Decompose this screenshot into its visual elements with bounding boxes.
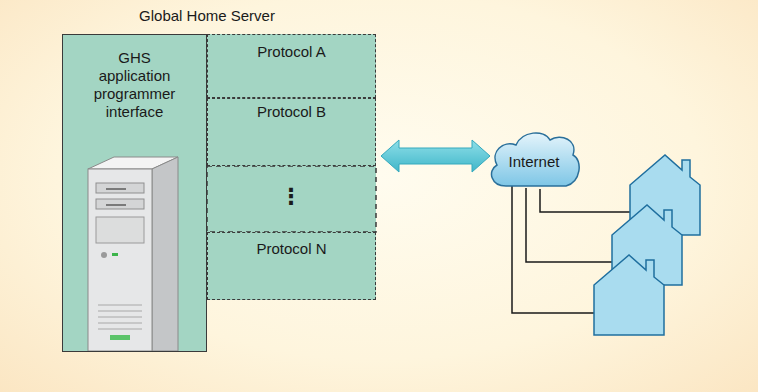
protocol-gap [207, 166, 376, 232]
ellipsis-dots: ⋮ [271, 186, 311, 208]
box-label: Protocol N [214, 240, 369, 258]
box-label: Internet [509, 153, 560, 171]
internet-cloud: Internet [486, 128, 582, 190]
box-label: Protocol A [214, 43, 369, 61]
protocol-box: Protocol N [207, 232, 376, 300]
box-label: GHS application programmer interface [90, 49, 179, 121]
protocol-box: Protocol A [207, 34, 376, 98]
house [594, 155, 700, 335]
box-label: Protocol B [214, 103, 369, 121]
api-column: GHS application programmer interface [62, 34, 207, 352]
server-group: Global Home Server GHS application progr… [62, 34, 376, 352]
double-arrow [381, 140, 490, 172]
group-heading: Global Home Server [62, 7, 352, 25]
protocol-box: Protocol B [207, 98, 376, 166]
server-tower [84, 155, 184, 351]
cloud-shape [491, 133, 579, 186]
